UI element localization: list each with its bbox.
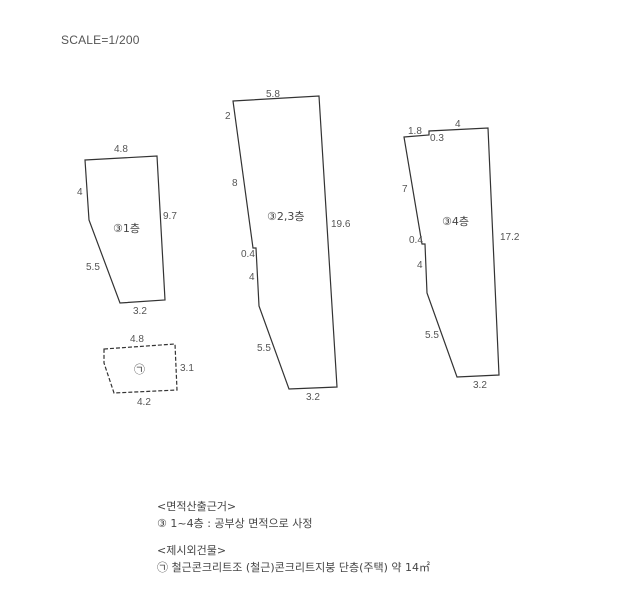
floor1-dim-left-lower: 5.5 (86, 262, 100, 273)
floor1-outline: 4.8 4 9.7 5.5 3.2 ③1층 (77, 144, 177, 317)
floor4-dim-top-jog: 0.3 (430, 133, 444, 144)
floor23-dim-jog: 0.4 (241, 249, 255, 260)
floor1-label: ③1층 (113, 222, 140, 235)
floor4-dim-left-mid: 4 (417, 260, 423, 271)
floor4-dim-right: 17.2 (500, 232, 520, 243)
floor23-dim-right: 19.6 (331, 219, 351, 230)
area-basis-heading: <면적산출근거> (157, 500, 237, 513)
floor23-dim-left-upper: 8 (232, 178, 238, 189)
floor23-dim-bottom: 3.2 (306, 392, 320, 403)
annex-dim-right: 3.1 (180, 363, 194, 374)
floor1-dim-bottom: 3.2 (133, 306, 147, 317)
floor23-dim-left-lower: 5.5 (257, 343, 271, 354)
floor4-dim-top-right: 4 (455, 119, 461, 130)
floor1-dim-right: 9.7 (163, 211, 177, 222)
floor1-dim-top: 4.8 (114, 144, 128, 155)
floor1-dim-left-upper: 4 (77, 187, 83, 198)
scale-label: SCALE=1/200 (61, 33, 140, 47)
floor4-outline: 1.8 0.3 4 7 0.4 4 17.2 5.5 3.2 ③4층 (402, 119, 520, 391)
annex-outline: 4.8 3.1 4.2 ㉠ (103, 334, 194, 408)
excluded-building-text: ㉠ 철근콘크리트조 (철근)콘크리트지붕 단층(주택) 약 14㎡ (157, 561, 431, 574)
floor4-dim-left-lower: 5.5 (425, 330, 439, 341)
annex-label: ㉠ (134, 363, 145, 376)
floor4-dim-left-upper: 7 (402, 184, 408, 195)
floor23-outline: 5.8 2 8 0.4 4 19.6 5.5 3.2 ③2,3층 (225, 89, 351, 403)
excluded-building-heading: <제시외건물> (157, 544, 227, 557)
annex-dim-bottom: 4.2 (137, 397, 151, 408)
annex-dim-top: 4.8 (130, 334, 144, 345)
floor4-dim-jog: 0.4 (409, 235, 423, 246)
floor23-dim-left-top: 2 (225, 111, 231, 122)
floor23-label: ③2,3층 (267, 210, 304, 223)
floor4-dim-bottom: 3.2 (473, 380, 487, 391)
floor4-dim-top-left: 1.8 (408, 126, 422, 137)
floor23-dim-left-mid: 4 (249, 272, 255, 283)
notes-section: <면적산출근거> ③ 1~4층 : 공부상 면적으로 사정 <제시외건물> ㉠ … (157, 498, 430, 576)
area-basis-text: ③ 1~4층 : 공부상 면적으로 사정 (157, 517, 313, 530)
floor4-label: ③4층 (442, 215, 469, 228)
floor23-dim-top: 5.8 (266, 89, 280, 100)
